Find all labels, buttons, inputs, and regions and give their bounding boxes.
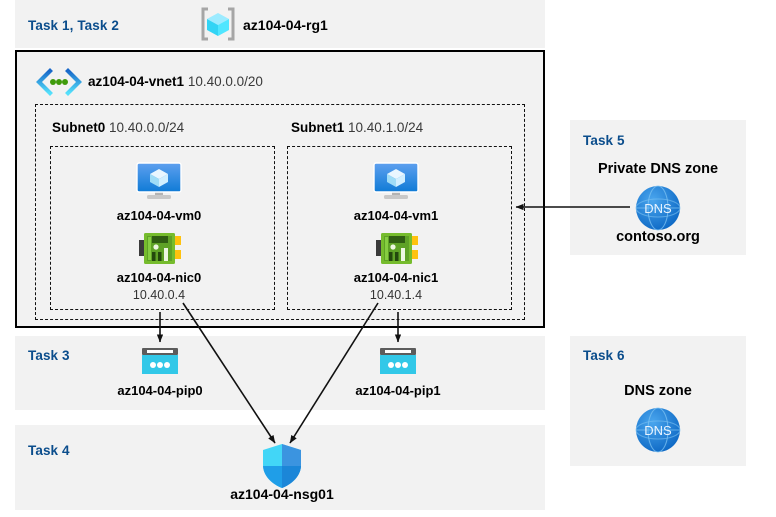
vnet-header: az104-04-vnet1 10.40.0.0/20 xyxy=(88,74,263,89)
subnet0-box xyxy=(50,146,275,310)
subnet0-header: Subnet0 10.40.0.0/24 xyxy=(52,120,184,135)
vnet-box xyxy=(15,50,545,328)
subnets-wrapper xyxy=(35,104,525,320)
subnet1-cidr: 10.40.1.0/24 xyxy=(348,120,424,135)
private-dns-name: contoso.org xyxy=(616,229,700,245)
network-interface-icon xyxy=(376,231,418,267)
pip1-name: az104-04-pip1 xyxy=(355,383,441,398)
resource-group-panel xyxy=(15,0,545,48)
network-interface-icon xyxy=(139,231,181,267)
pip0-name: az104-04-pip0 xyxy=(117,383,203,398)
resource-group-icon xyxy=(200,7,236,41)
task-label-1-2: Task 1, Task 2 xyxy=(28,18,119,33)
dns-zone-icon: DNS xyxy=(632,184,684,232)
vnet-address-space: 10.40.0.0/20 xyxy=(187,74,263,89)
dns-icon-text: DNS xyxy=(644,201,672,216)
subnet0-name: Subnet0 xyxy=(52,120,106,135)
dns-icon-text: DNS xyxy=(644,423,672,438)
task-label-5: Task 5 xyxy=(583,133,625,148)
task-label-3: Task 3 xyxy=(28,348,70,363)
dns-zone-icon: DNS xyxy=(632,406,684,454)
public-ip-icon xyxy=(378,347,418,377)
private-dns-heading: Private DNS zone xyxy=(597,161,719,177)
nic1-name: az104-04-nic1 xyxy=(353,270,439,285)
vm0-name: az104-04-vm0 xyxy=(116,208,202,223)
virtual-machine-icon xyxy=(134,160,184,202)
vm1-name: az104-04-vm1 xyxy=(353,208,439,223)
subnet1-name: Subnet1 xyxy=(291,120,345,135)
nsg-name: az104-04-nsg01 xyxy=(230,486,334,502)
network-security-group-icon xyxy=(261,443,303,489)
vnet-name: az104-04-vnet1 xyxy=(88,74,185,89)
public-ip-icon xyxy=(140,347,180,377)
nic0-private-ip: 10.40.0.4 xyxy=(132,288,186,302)
subnet1-header: Subnet1 10.40.1.0/24 xyxy=(291,120,423,135)
task-label-6: Task 6 xyxy=(583,348,625,363)
public-dns-heading: DNS zone xyxy=(624,383,692,399)
subnet1-box xyxy=(287,146,512,310)
subnet0-cidr: 10.40.0.0/24 xyxy=(109,120,185,135)
nic0-name: az104-04-nic0 xyxy=(116,270,202,285)
task-label-4: Task 4 xyxy=(28,443,70,458)
nic1-private-ip: 10.40.1.4 xyxy=(369,288,423,302)
virtual-network-icon xyxy=(36,68,82,96)
public-ip-panel xyxy=(15,336,545,410)
virtual-machine-icon xyxy=(371,160,421,202)
resource-group-name: az104-04-rg1 xyxy=(243,17,328,33)
